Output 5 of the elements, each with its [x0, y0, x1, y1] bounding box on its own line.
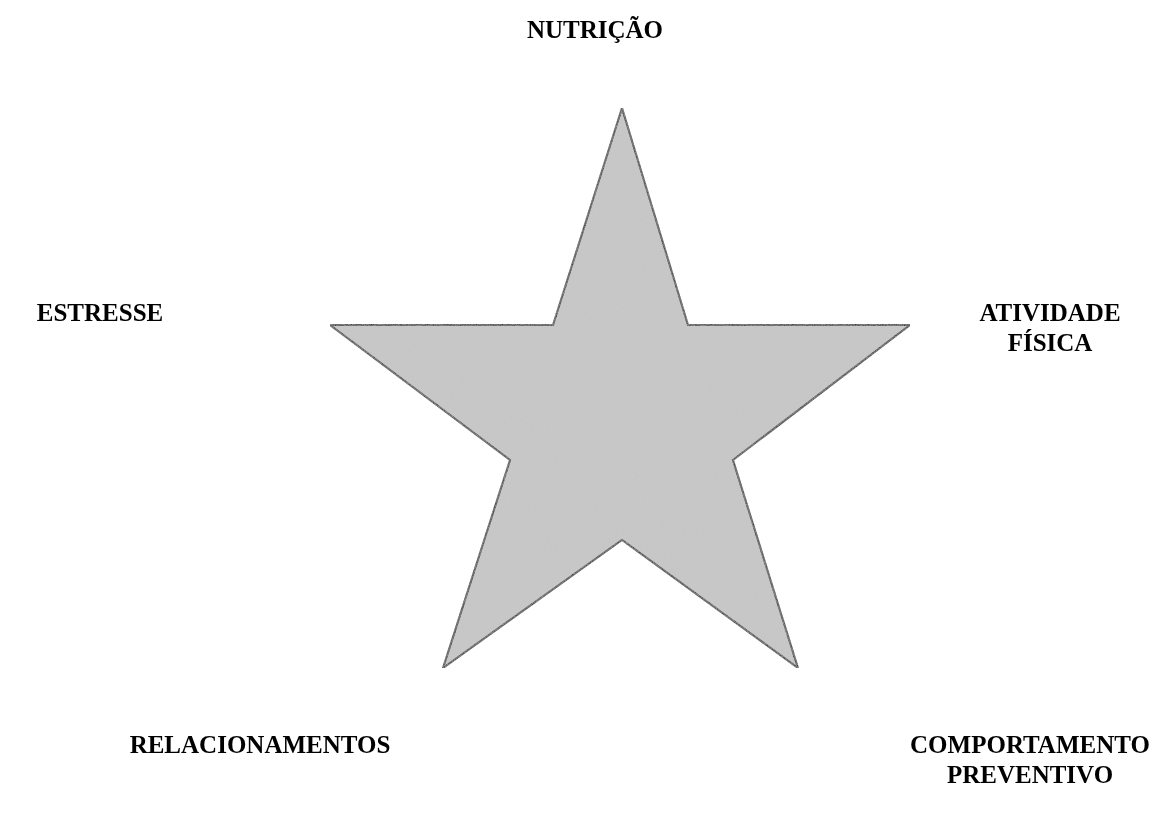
category-label: COMPORTAMENTO PREVENTIVO — [909, 730, 1151, 790]
category-label: NUTRIÇÃO — [525, 15, 665, 45]
category-label: ATIVIDADE FÍSICA — [978, 298, 1122, 358]
category-label: ESTRESSE — [35, 298, 165, 328]
category-label: RELACIONAMENTOS — [128, 730, 392, 760]
